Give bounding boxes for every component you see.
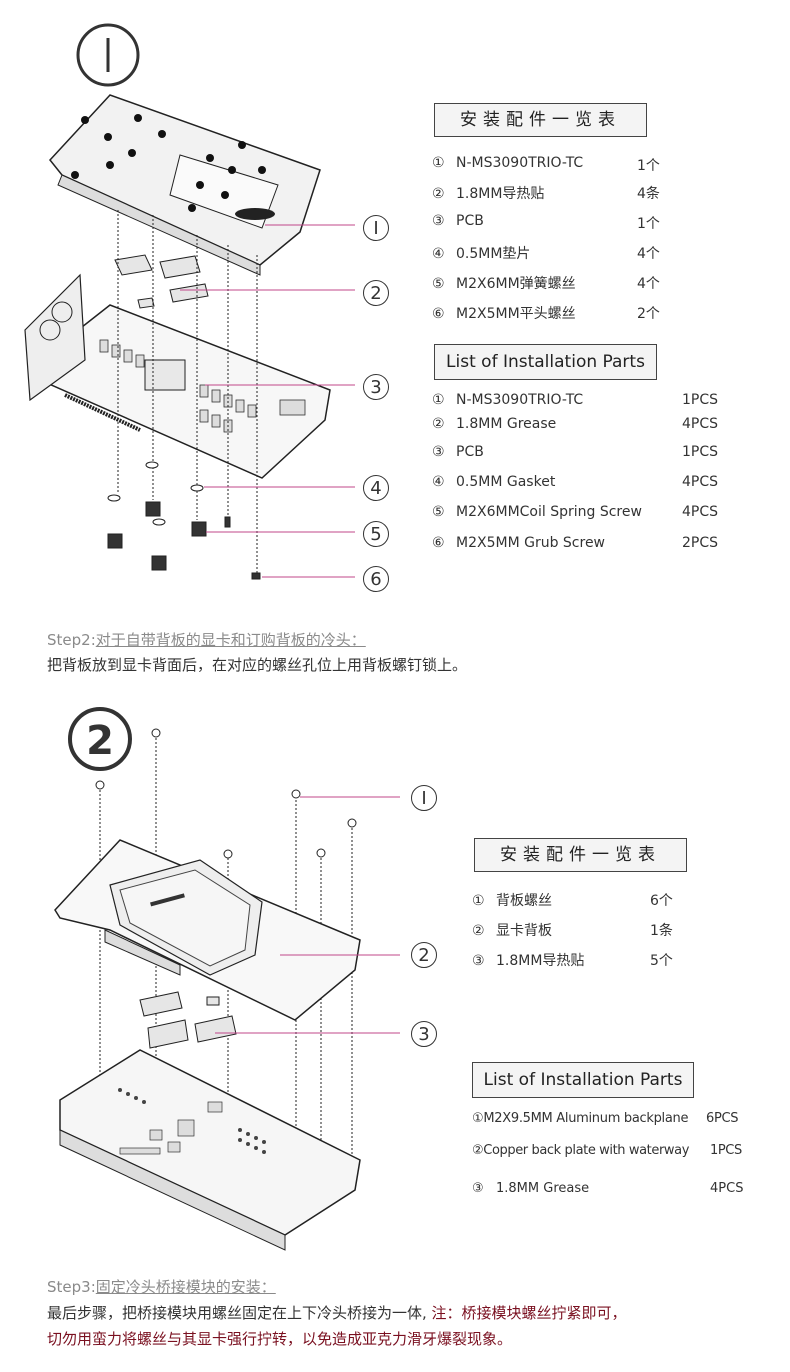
parts-list-title-en: List of Installation Parts	[434, 344, 657, 380]
parts-list-title-cn-2: 安装配件一览表	[474, 838, 687, 872]
callout-3: 3	[363, 374, 389, 400]
parts-list-title-en-2: List of Installation Parts	[472, 1062, 694, 1098]
callout-1: Ⅰ	[363, 215, 389, 241]
callout-5: 5	[363, 521, 389, 547]
step3-heading: Step3:固定冷头桥接模块的安装：	[47, 1278, 276, 1296]
exploded-diagram-1	[24, 23, 355, 580]
pcb-shape	[24, 273, 331, 479]
exploded-diagram-2: 2	[54, 707, 400, 1251]
callout-2-1: Ⅰ	[411, 785, 437, 811]
step3-text: 最后步骤，把桥接模块用螺丝固定在上下冷头桥接为一体, 注：桥接模块螺丝拧紧即可，	[47, 1304, 627, 1322]
callout-4: 4	[363, 475, 389, 501]
step3-warning: 切勿用蛮力将螺丝与其显卡强行拧转，以免造成亚克力滑牙爆裂现象。	[47, 1330, 513, 1348]
step2-text: 把背板放到显卡背面后，在对应的螺丝孔位上用背板螺钉锁上。	[47, 656, 468, 674]
callout-2: 2	[363, 280, 389, 306]
callout-2-3: 3	[411, 1021, 437, 1047]
callout-2-2: 2	[411, 942, 437, 968]
water-block-shape	[49, 94, 321, 276]
svg-text:2: 2	[86, 718, 114, 764]
step2-heading: Step2:对于自带背板的显卡和订购背板的冷头：	[47, 631, 366, 649]
parts-list-title-cn: 安装配件一览表	[434, 103, 647, 137]
callout-6: 6	[363, 566, 389, 592]
